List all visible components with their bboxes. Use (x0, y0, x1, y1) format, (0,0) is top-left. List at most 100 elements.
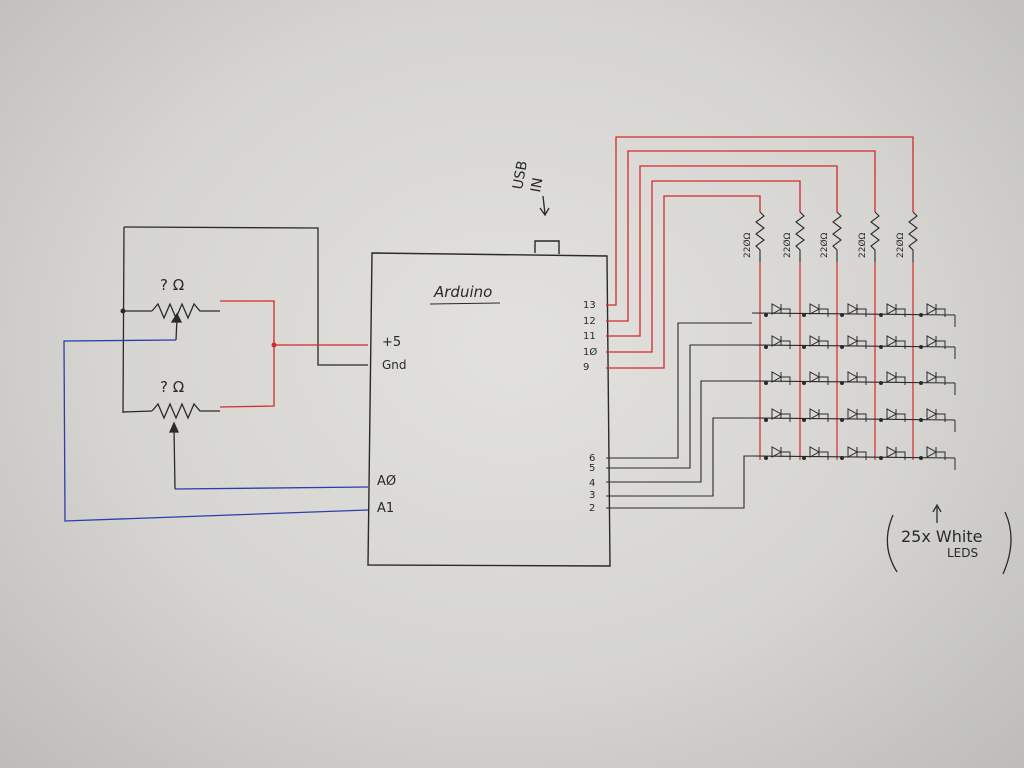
arduino-label-underline (429, 302, 501, 305)
resistor-2 (832, 211, 842, 262)
led (764, 335, 791, 349)
led (919, 408, 946, 422)
led-lead (819, 376, 829, 385)
led-body (926, 303, 938, 315)
led-lead (857, 376, 867, 385)
arduino-board (367, 240, 611, 567)
led-body (847, 446, 859, 458)
led-body (847, 371, 859, 383)
arduino-label: Arduino (433, 283, 492, 301)
pot-top-value: ? Ω (160, 276, 184, 294)
pin-label-3: 1Ø (583, 346, 597, 358)
led (879, 446, 906, 460)
led-body (847, 303, 859, 315)
potentiometer-bottom (151, 402, 220, 420)
led (879, 371, 906, 385)
led-body (809, 335, 821, 347)
led (919, 446, 946, 460)
led-lead (896, 451, 906, 460)
blue-analog-wires (63, 339, 369, 522)
led-body (926, 446, 938, 458)
led-node (840, 313, 844, 317)
junction-dot (120, 308, 126, 314)
bottom-pin-label-1: 5 (589, 463, 595, 474)
pin-gnd-label: Gnd (382, 358, 407, 372)
bottom-pin-label-2: 4 (589, 478, 595, 489)
row-wire-1 (751, 344, 956, 348)
pin-label-1: 12 (583, 316, 596, 327)
led-body (771, 446, 783, 458)
led-node (919, 456, 923, 460)
led (802, 446, 829, 460)
led-count-note (886, 503, 1012, 575)
led-lead (936, 376, 946, 385)
led-node (919, 345, 923, 349)
led (802, 408, 829, 422)
led-node (764, 313, 768, 317)
led-body (771, 303, 783, 315)
pot-wiper-arrows (168, 312, 183, 490)
led-lead (857, 340, 867, 349)
led-node (879, 381, 883, 385)
led-body (809, 371, 821, 383)
led-lead (936, 451, 946, 460)
led-lead (781, 340, 791, 349)
led-lead (857, 308, 867, 317)
row-wire-2 (751, 380, 956, 384)
led-body (886, 371, 898, 383)
led-body (847, 335, 859, 347)
row-to-pin-wire-1 (606, 344, 752, 469)
resistor-1 (870, 211, 880, 262)
led-lead (936, 413, 946, 422)
led-body (926, 408, 938, 420)
led-node (802, 381, 806, 385)
resistor-label-1: 22ØΩ (857, 232, 868, 258)
led-lead (896, 376, 906, 385)
row-to-pin-wire-2 (606, 380, 752, 483)
led-lead (819, 413, 829, 422)
led-body (771, 335, 783, 347)
led-body (886, 303, 898, 315)
led-body (886, 446, 898, 458)
led-lead (896, 308, 906, 317)
row-to-pin-wire-3 (606, 417, 752, 497)
led-lead (819, 308, 829, 317)
led-node (764, 418, 768, 422)
resistor-3 (795, 211, 805, 262)
led-lead (819, 451, 829, 460)
led-lead (936, 308, 946, 317)
red-5v-wires (219, 300, 368, 408)
pin-a0-label: AØ (377, 474, 396, 489)
led-lead (819, 340, 829, 349)
row-wire-0 (751, 312, 956, 316)
led-body (926, 335, 938, 347)
led-node (802, 313, 806, 317)
led-lead (857, 451, 867, 460)
led-body (847, 408, 859, 420)
row-wire-3 (751, 417, 956, 421)
resistor-0 (908, 211, 918, 262)
led-lead (896, 340, 906, 349)
pin-label-4: 9 (583, 362, 589, 373)
led-node (802, 345, 806, 349)
led-body (809, 446, 821, 458)
led-node (802, 418, 806, 422)
led (764, 303, 791, 317)
resistor-label-3: 22ØΩ (782, 232, 793, 258)
red-column-wire-4 (606, 195, 761, 369)
led-node (764, 456, 768, 460)
led (840, 371, 867, 385)
potentiometer-top (151, 302, 220, 320)
led (919, 335, 946, 349)
led-node (764, 381, 768, 385)
led-lead (781, 451, 791, 460)
led-node (919, 381, 923, 385)
led-node (919, 418, 923, 422)
led-node (840, 456, 844, 460)
led (764, 371, 791, 385)
led-body (886, 335, 898, 347)
